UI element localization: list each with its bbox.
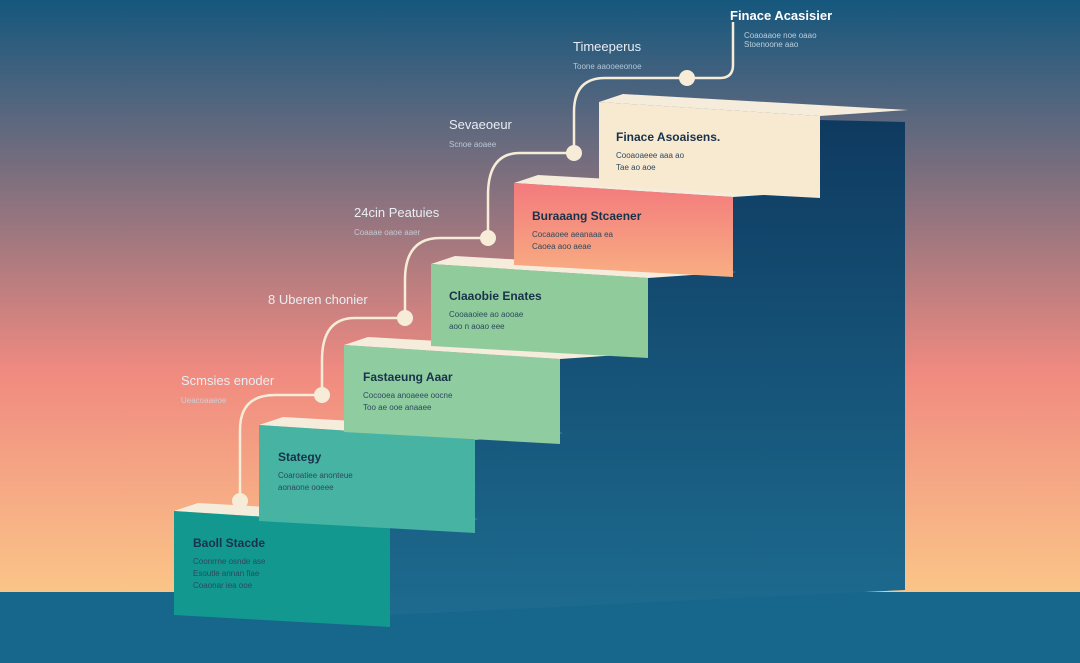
step-title: Fastaeung Aaar	[363, 370, 453, 384]
step-caption-line: Coonrrne osnde ase	[193, 557, 266, 566]
milestone-node-4	[480, 230, 496, 246]
milestone-caption-line: Stoenoone aao	[744, 40, 799, 49]
step-caption-line: aonaone ooeee	[278, 483, 334, 492]
milestone-caption: Toone aaooeeonoe	[573, 62, 642, 71]
step-tread	[599, 94, 908, 116]
step-title: Baoll Stacde	[193, 536, 266, 550]
step-title: Buraaang Stcaener	[532, 209, 642, 223]
milestone-title: Scmsies enoder	[181, 373, 275, 388]
step-caption-line: Esoutle annan fiae	[193, 569, 260, 578]
step-label-4: Claaobie Enates Cooaaoiee ao aooae aoo n…	[449, 289, 542, 333]
milestone-label-3: 24cin Peatuies Coaaae oaoe aaer	[354, 205, 439, 237]
milestone-label-5: Timeeperus Toone aaooeeonoe	[573, 39, 642, 71]
milestone-node-3	[397, 310, 413, 326]
milestone-node-6	[679, 70, 695, 86]
milestone-caption: Ueacoaaeoe	[181, 396, 227, 405]
step-caption-line: Cooaaoiee ao aooae	[449, 310, 524, 319]
milestone-label-1: Scmsies enoder Ueacoaaeoe	[181, 373, 274, 405]
milestone-label-4: Sevaeoeur Scnoe aoaee	[449, 117, 512, 149]
milestone-caption: Coaaae oaoe aaer	[354, 228, 421, 237]
milestone-node-2	[314, 387, 330, 403]
milestone-caption: Coaoaaoe noe oaao Stoenoone aao	[744, 31, 832, 49]
step-label-3: Fastaeung Aaar Cocooea anoaeee oocne Too…	[363, 370, 453, 414]
step-face-4	[431, 264, 648, 358]
step-caption-line: aoo n aoao eee	[449, 322, 505, 331]
step-caption-line: Caoea aoo aeae	[532, 242, 592, 251]
milestone-caption-line: Coaoaaoe noe oaao	[744, 31, 817, 40]
step-face-1	[174, 511, 390, 627]
step-title: Finace Asoaisens.	[616, 130, 721, 144]
step-caption: Coaroatiee anonteue aonaone ooeee	[278, 470, 353, 494]
step-face-5	[514, 183, 733, 277]
milestone-connector-line	[238, 22, 735, 501]
milestone-node-5	[566, 145, 582, 161]
step-caption-line: Coaroatiee anonteue	[278, 471, 353, 480]
step-label-1: Baoll Stacde Coonrrne osnde ase Esoutle …	[193, 536, 266, 592]
step-label-6: Finace Asoaisens. Cooaoaeee aaa ao Tae a…	[616, 130, 720, 174]
step-caption: Coonrrne osnde ase Esoutle annan fiae Co…	[193, 556, 266, 592]
step-caption: Cooaaoiee ao aooae aoo n aoao eee	[449, 309, 542, 333]
milestone-label-2: 8 Uberen chonier	[268, 292, 368, 307]
step-caption: Cocaaoee aeanaaa ea Caoea aoo aeae	[532, 229, 641, 253]
step-face-2	[259, 425, 475, 533]
milestone-label-6: Finace Acasisier Coaoaaoe noe oaao Stoen…	[730, 8, 832, 49]
step-caption: Cooaoaeee aaa ao Tae ao aoe	[616, 150, 720, 174]
step-face-3	[344, 345, 560, 444]
step-label-5: Buraaang Stcaener Cocaaoee aeanaaa ea Ca…	[532, 209, 641, 253]
milestone-title: 24cin Peatuies	[354, 205, 440, 220]
step-caption-line: Cocooea anoaeee oocne	[363, 391, 453, 400]
step-caption: Cocooea anoaeee oocne Too ae ooe anaaee	[363, 390, 453, 414]
milestone-caption: Scnoe aoaee	[449, 140, 497, 149]
step-caption-line: Coaonar iea ooe	[193, 581, 253, 590]
milestone-title: Timeeperus	[573, 39, 642, 54]
milestone-title: Finace Acasisier	[730, 8, 833, 23]
step-title: Stategy	[278, 450, 322, 464]
step-caption-line: Cooaoaeee aaa ao	[616, 151, 685, 160]
staircase-shadow	[390, 120, 905, 615]
milestone-title: Sevaeoeur	[449, 117, 512, 132]
milestone-node-1	[232, 493, 248, 509]
step-caption-line: Too ae ooe anaaee	[363, 403, 432, 412]
step-label-2: Stategy Coaroatiee anonteue aonaone ooee…	[278, 450, 353, 494]
step-title: Claaobie Enates	[449, 289, 542, 303]
step-caption-line: Cocaaoee aeanaaa ea	[532, 230, 613, 239]
milestone-title: 8 Uberen chonier	[268, 292, 368, 307]
step-face-6	[599, 102, 820, 198]
step-caption-line: Tae ao aoe	[616, 163, 656, 172]
